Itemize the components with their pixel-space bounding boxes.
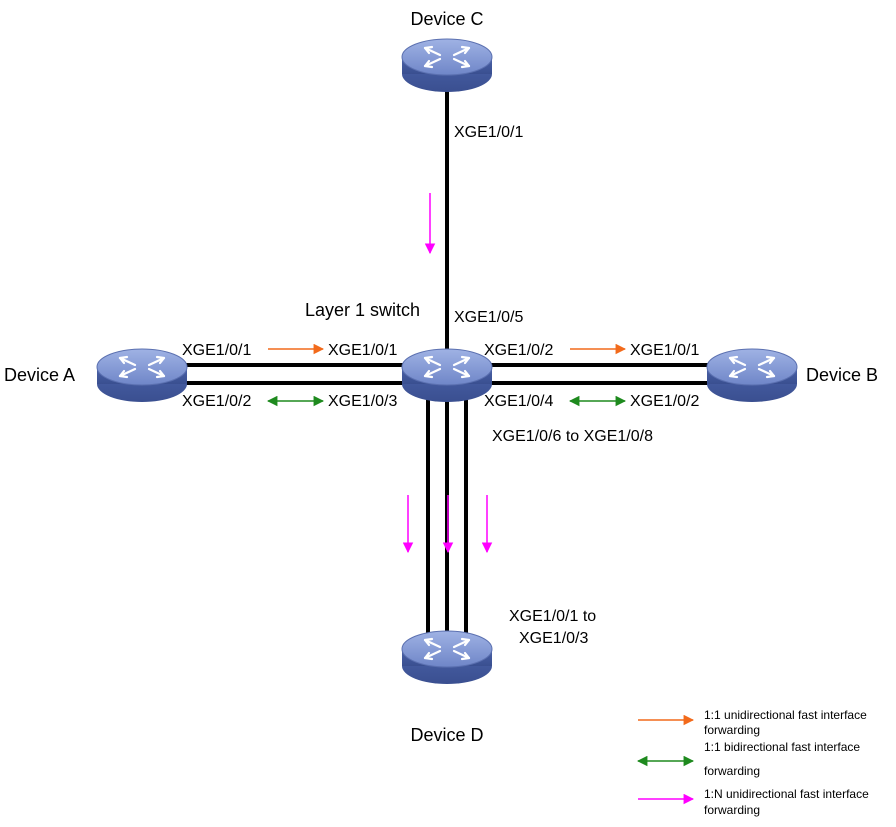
router-switch-icon [400, 347, 494, 404]
port-a-1: XGE1/0/1 [182, 342, 251, 359]
port-switch-a3: XGE1/0/3 [328, 393, 397, 410]
port-c: XGE1/0/1 [454, 124, 523, 141]
port-switch-to-c: XGE1/0/5 [454, 309, 523, 326]
device-d-label: Device D [410, 725, 483, 745]
legend-green-line2: forwarding [704, 764, 760, 778]
router-switch-icon [400, 629, 494, 686]
router-switch-icon [95, 347, 189, 404]
port-switch-a1: XGE1/0/1 [328, 342, 397, 359]
port-d-line2: XGE1/0/3 [519, 630, 588, 647]
legend-orange-line2: forwarding [704, 723, 760, 737]
router-switch-icon [400, 37, 494, 94]
device-d [400, 629, 494, 686]
device-a [95, 347, 189, 404]
device-a-label: Device A [4, 365, 75, 385]
legend-green-line1: 1:1 bidirectional fast interface [704, 740, 860, 754]
port-d-line1: XGE1/0/1 to [509, 608, 596, 625]
switch-label: Layer 1 switch [305, 300, 420, 320]
legend-orange-line1: 1:1 unidirectional fast interface [704, 708, 867, 722]
device-b [705, 347, 799, 404]
layer1-switch [400, 347, 494, 404]
port-a-2: XGE1/0/2 [182, 393, 251, 410]
port-switch-b4: XGE1/0/4 [484, 393, 553, 410]
legend-magenta-line1: 1:N unidirectional fast interface [704, 787, 869, 801]
port-switch-b2: XGE1/0/2 [484, 342, 553, 359]
device-c [400, 37, 494, 94]
links [150, 90, 755, 660]
router-switch-icon [705, 347, 799, 404]
legend-magenta-line2: forwarding [704, 803, 760, 817]
device-c-label: Device C [410, 9, 483, 29]
port-b-1: XGE1/0/1 [630, 342, 699, 359]
device-b-label: Device B [806, 365, 878, 385]
legend: 1:1 unidirectional fast interface forwar… [636, 708, 869, 817]
port-switch-to-d: XGE1/0/6 to XGE1/0/8 [492, 428, 653, 445]
port-b-2: XGE1/0/2 [630, 393, 699, 410]
